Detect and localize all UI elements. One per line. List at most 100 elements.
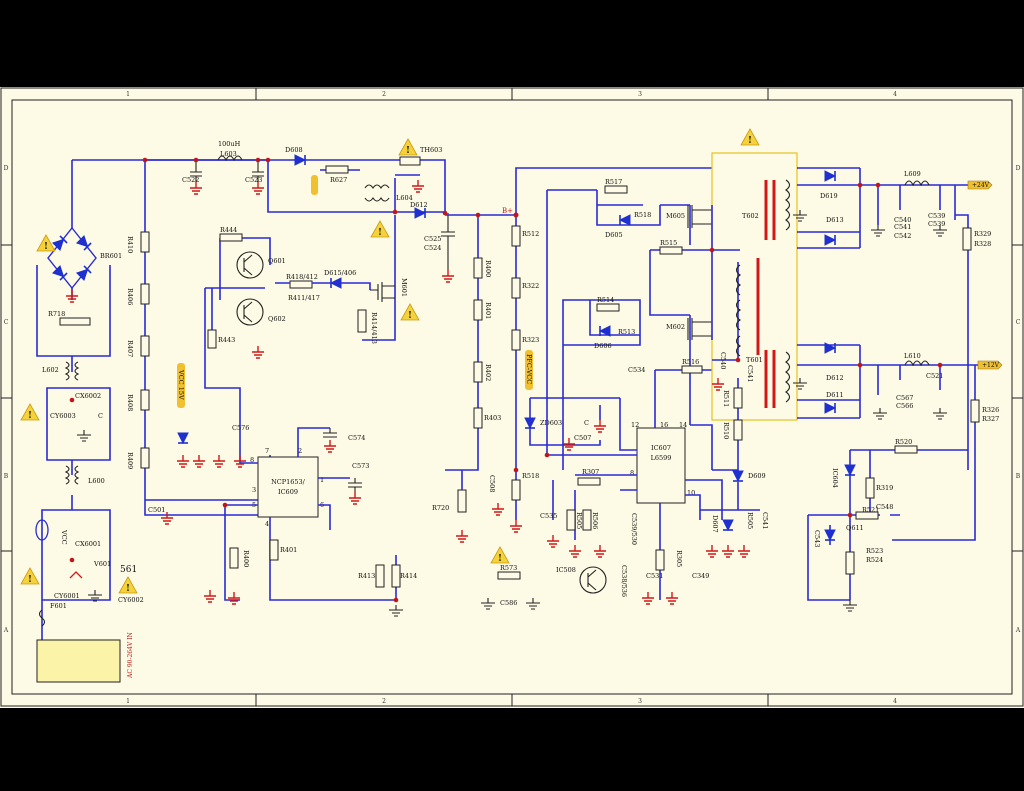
label-ic604: IC604 [831,468,839,488]
transformer-secondary-24v [785,179,791,231]
resistor-r414 [391,564,401,588]
frame-col-1-bottom: 1 [126,698,130,705]
label-c573: C573 [352,462,369,470]
zener-zd601 [177,432,189,444]
label-th601: VCC [60,529,68,545]
ground-icon [491,502,505,516]
label-d615: D615/406 [324,269,356,277]
label-c541b: C541 [746,365,754,382]
mosfet-m605 [687,205,712,228]
label-l602: L602 [42,366,59,374]
ground-icon [227,591,241,605]
ground-icon [568,544,582,558]
label-d612: D612 [410,201,428,209]
frame-row-a-right: A [1015,627,1021,634]
pin-7: 7 [265,447,269,455]
capacitor-c525 [441,213,455,283]
label-r409: R409 [126,452,134,469]
label-r326: R326 [982,406,999,414]
inductor-l603 [217,155,243,162]
resistor-r515 [659,246,683,255]
diode-d608 [294,154,306,166]
feedback-section: R520 IC604 R319 C548 R521 Q611 C543 R523… [807,438,968,612]
llc-control-section: B+ R512 R322 R323 R400 R401 R402 R403 PF… [445,167,723,610]
label-c525: C525 [424,235,441,243]
label-br601: BR601 [100,252,122,260]
ground-icon [388,604,404,617]
label-c539b: C539 [928,212,945,220]
label-l603: L603 [220,150,237,158]
output-flag-24v [967,180,993,190]
mosfet-m601 [370,282,395,302]
capacitor-c522 [189,160,203,195]
label-c543: C543 [813,530,821,547]
label-r327: R327 [982,415,999,423]
frame-col-2-top: 2 [382,91,386,98]
label-c540: C540 [719,352,727,369]
drawing-frame: 1 2 3 4 1 2 3 4 D C B A D C B A [0,87,1024,707]
resistor-r322 [511,277,521,299]
label-r520: R520 [895,438,912,446]
label-c586: C586 [500,599,517,607]
ac-input-connector [36,639,121,683]
label-l610: L610 [904,352,921,360]
resistor-r323 [511,329,521,351]
label-ic508: IC508 [556,566,576,574]
label-c567: C567 [896,394,913,402]
resistor-r517 [604,185,628,194]
ground-icon [480,597,496,610]
resistor-r521 [855,511,879,520]
label-c542: C542 [894,232,911,240]
label-r400: R400 [242,550,250,567]
label-r512: R512 [522,230,539,238]
label-c574: C574 [348,434,365,442]
capacitor-c573 [348,478,362,505]
warning-triangle-icon [20,567,40,586]
label-bplus: B+ [502,207,513,215]
label-r523: R523 [866,547,883,555]
label-r524: R524 [866,556,883,564]
ground-icon [176,454,190,468]
label-r720: R720 [432,504,449,512]
resistor-r573 [497,571,521,580]
label-m605: M605 [666,212,685,220]
label-th603: TH603 [420,146,442,154]
label-r505: R505 [575,512,583,529]
label-q602: Q602 [268,315,286,323]
label-r510: R510 [722,422,730,439]
label-c540b: C540 [894,216,911,224]
label-561: 561 [120,565,137,575]
label-c521: C521 [926,372,943,380]
pin-3: 3 [252,486,256,494]
pin-2: 2 [298,447,302,455]
output-24v-section: D619 D613 L609 +24V C540 C541 C542 C539 … [797,167,993,470]
label-c534: C534 [628,366,645,374]
label-t602: T602 [742,212,759,220]
transformer-secondary-12v [785,351,791,403]
ground-icon [932,407,948,420]
transformer-l604 [364,184,390,202]
label-r515: R515 [660,239,677,247]
ground-icon [593,544,607,558]
label-c-2: C [584,419,589,427]
label-r518b: R518 [634,211,651,219]
resistor-r418 [289,280,313,289]
ground-icon [792,209,808,222]
frame-row-c-right: C [1016,319,1021,326]
label-r444: R444 [220,226,237,234]
mosfet-m602 [687,318,712,340]
ic-l6599 [636,427,686,504]
label-r400b: R400 [484,260,492,277]
label-r329: R329 [974,230,991,238]
ground-icon [455,529,469,543]
diode-d605 [619,214,631,226]
capacitor-c574 [323,428,337,453]
pin-4: 4 [265,520,269,528]
label-c508: C508 [488,475,496,492]
label-r402: R402 [484,364,492,381]
warning-triangle-icon [400,303,420,322]
resistor-r307 [577,477,601,486]
ground-icon [737,544,751,558]
label-r505b: R505 [746,512,754,529]
label-d607: D607 [711,515,719,533]
